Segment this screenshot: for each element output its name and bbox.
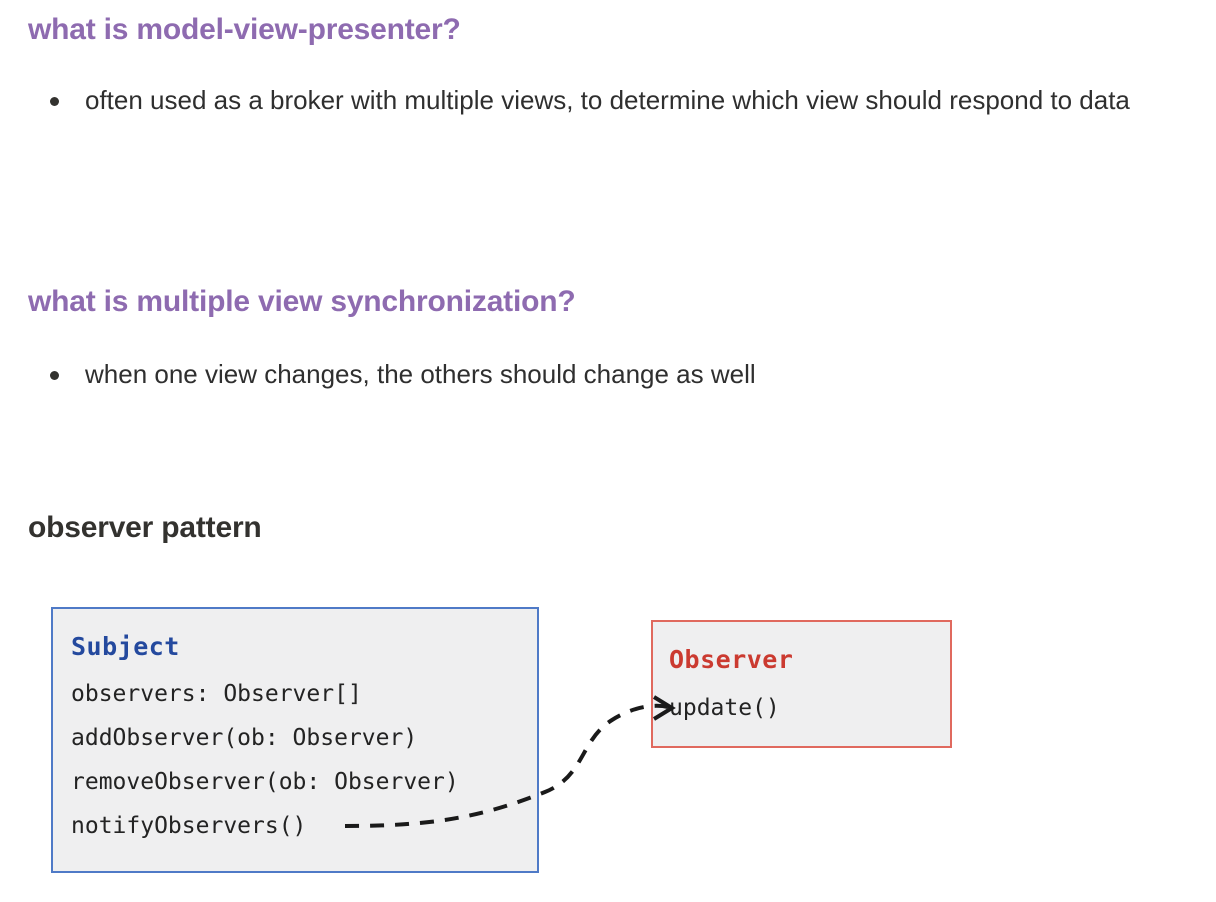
uml-class-box-observer: [651, 620, 952, 748]
uml-class-title-observer: Observer: [669, 645, 794, 674]
uml-class-member: removeObserver(ob: Observer): [71, 769, 459, 795]
heading-model-view-presenter: what is model-view-presenter?: [28, 13, 461, 46]
heading-observer-pattern: observer pattern: [28, 511, 262, 544]
list-item: often used as a broker with multiple vie…: [44, 76, 1194, 124]
heading-multiple-view-synchronization: what is multiple view synchronization?: [28, 285, 576, 318]
bullet-list-multiple-view-synchronization: when one view changes, the others should…: [44, 350, 1194, 398]
uml-class-title-subject: Subject: [71, 632, 180, 661]
uml-class-member: observers: Observer[]: [71, 681, 362, 707]
bullet-list-model-view-presenter: often used as a broker with multiple vie…: [44, 76, 1194, 124]
list-item: when one view changes, the others should…: [44, 350, 1194, 398]
uml-class-member: addObserver(ob: Observer): [71, 725, 418, 751]
uml-class-member: notifyObservers(): [71, 813, 307, 839]
uml-class-member: update(): [669, 695, 780, 721]
